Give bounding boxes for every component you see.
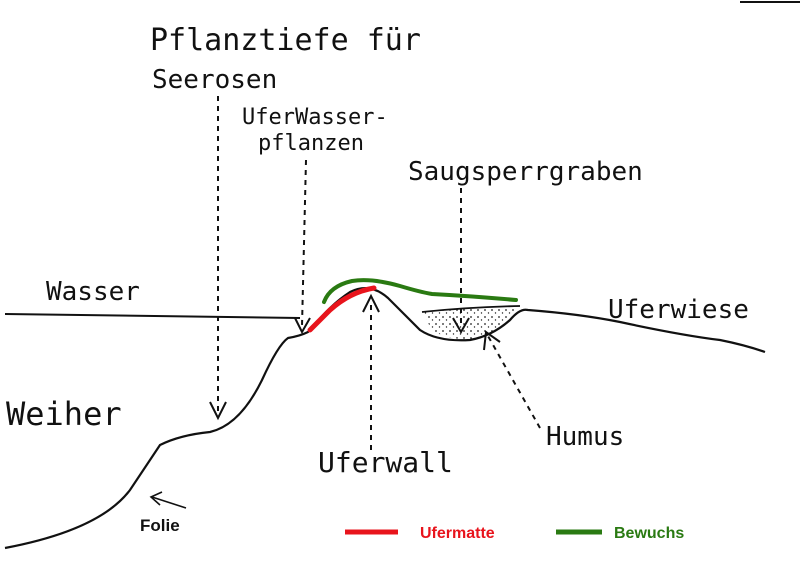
uferwasser-arrow-shaft <box>301 159 307 327</box>
uferwall-arrow-head <box>362 293 380 313</box>
water-level-line-right <box>421 305 521 313</box>
humus-arrow-shaft <box>487 335 541 429</box>
saugsperrgraben-arrow-head <box>452 317 470 335</box>
label-seerosen-line1: Pflanztiefe für <box>150 23 421 58</box>
seerosen-arrow-head <box>209 401 227 421</box>
label-uferwiese: Uferwiese <box>608 295 749 325</box>
bewuchs-line <box>322 278 518 304</box>
label-uferwall: Uferwall <box>318 446 453 479</box>
label-weiher: Weiher <box>6 395 122 433</box>
label-folie: Folie <box>140 516 180 535</box>
label-saugsperrgraben: Saugsperrgraben <box>408 157 643 187</box>
legend-bewuchs-label: Bewuchs <box>614 525 684 542</box>
label-humus: Humus <box>546 422 624 452</box>
label-uferwasser-line2: pflanzen <box>258 131 364 156</box>
legend-ufermatte-label: Ufermatte <box>420 525 495 542</box>
label-wasser: Wasser <box>46 277 140 307</box>
water-level-line <box>4 313 301 319</box>
label-uferwasser-line1: UferWasser- <box>242 105 388 130</box>
folie-arrow-head <box>149 491 163 506</box>
humus-arrow-head <box>483 330 501 351</box>
uferwasser-arrow-head <box>294 317 311 335</box>
label-seerosen-line2: Seerosen <box>152 65 277 95</box>
folie-arrow-shaft <box>151 496 187 509</box>
ufermatte-line <box>307 285 377 333</box>
